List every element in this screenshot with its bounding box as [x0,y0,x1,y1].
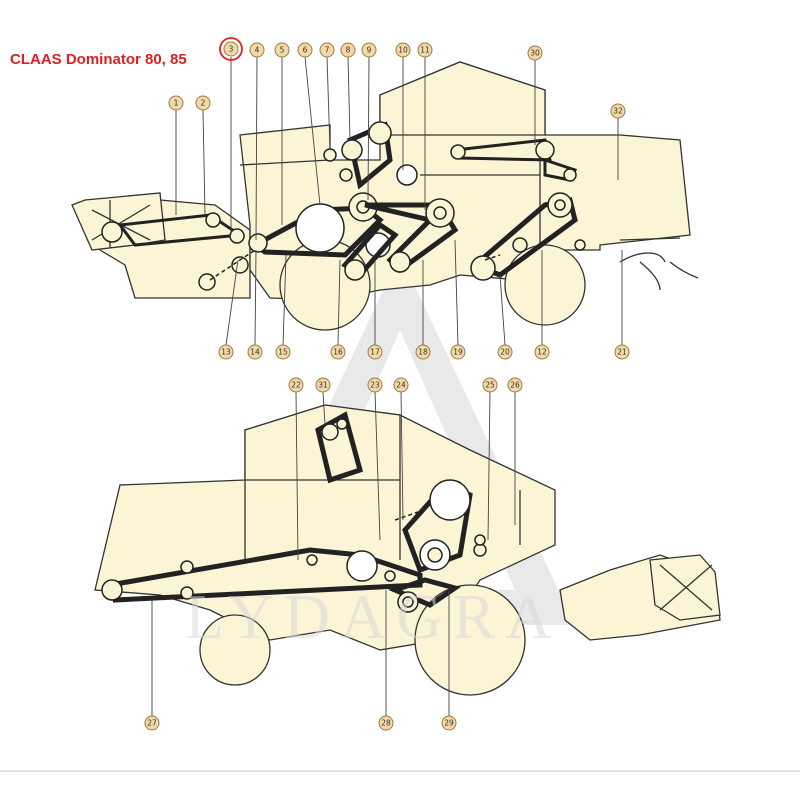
callout-28: 28 [378,715,394,731]
svg-text:27: 27 [147,719,157,728]
callout-20: 20 [497,344,513,360]
callout-8: 8 [340,42,356,58]
callout-18: 18 [415,344,431,360]
svg-text:7: 7 [325,46,330,55]
callout-30: 30 [527,45,543,61]
svg-text:5: 5 [280,46,285,55]
svg-text:8: 8 [346,46,351,55]
callout-26: 26 [507,377,523,393]
callout-19: 19 [450,344,466,360]
svg-text:13: 13 [221,348,231,357]
callout-11: 11 [417,42,433,58]
svg-text:14: 14 [250,348,260,357]
watermark-text: LYDAGRA [185,581,562,652]
callout-12: 12 [534,344,550,360]
svg-text:4: 4 [255,46,260,55]
svg-text:32: 32 [613,107,623,116]
callout-22: 22 [288,377,304,393]
svg-text:11: 11 [420,46,430,55]
svg-text:23: 23 [370,381,380,390]
callout-31: 31 [315,377,331,393]
svg-text:21: 21 [617,348,627,357]
svg-text:30: 30 [530,49,540,58]
callout-23: 23 [367,377,383,393]
bottom-divider [0,770,800,772]
svg-text:19: 19 [453,348,463,357]
callout-2: 2 [195,95,211,111]
svg-text:24: 24 [396,381,406,390]
svg-text:15: 15 [278,348,288,357]
svg-text:16: 16 [333,348,343,357]
callout-29: 29 [441,715,457,731]
svg-text:25: 25 [485,381,495,390]
callout-25: 25 [482,377,498,393]
diagram-title: CLAAS Dominator 80, 85 [10,51,187,68]
callout-21: 21 [614,344,630,360]
callout-5: 5 [274,42,290,58]
callout-16: 16 [330,344,346,360]
callouts: 1 2 3 4 5 6 7 8 9 10 11 30 32 13 14 15 1… [144,41,630,731]
svg-text:10: 10 [398,46,408,55]
callout-6: 6 [297,42,313,58]
callout-24: 24 [393,377,409,393]
callout-32: 32 [610,103,626,119]
callout-15: 15 [275,344,291,360]
leader-lines [151,56,623,716]
svg-text:22: 22 [291,381,301,390]
callout-27: 27 [144,715,160,731]
combine-top-view [71,61,699,331]
callout-7: 7 [319,42,335,58]
svg-text:3: 3 [229,45,234,54]
callout-3: 3 [223,41,239,57]
svg-text:31: 31 [318,381,328,390]
svg-text:12: 12 [537,348,547,357]
callout-17: 17 [367,344,383,360]
callout-14: 14 [247,344,263,360]
callout-highlight-ring [219,37,243,61]
callout-10: 10 [395,42,411,58]
svg-text:20: 20 [500,348,510,357]
callout-13: 13 [218,344,234,360]
svg-text:26: 26 [510,381,520,390]
svg-text:17: 17 [370,348,380,357]
callout-1: 1 [168,95,184,111]
svg-text:18: 18 [418,348,428,357]
svg-text:1: 1 [174,99,179,108]
svg-text:2: 2 [201,99,206,108]
callout-4: 4 [249,42,265,58]
svg-text:28: 28 [381,719,391,728]
svg-text:9: 9 [367,46,372,55]
combine-bottom-view [94,404,721,696]
svg-text:6: 6 [303,46,308,55]
callout-9: 9 [361,42,377,58]
svg-text:29: 29 [444,719,454,728]
